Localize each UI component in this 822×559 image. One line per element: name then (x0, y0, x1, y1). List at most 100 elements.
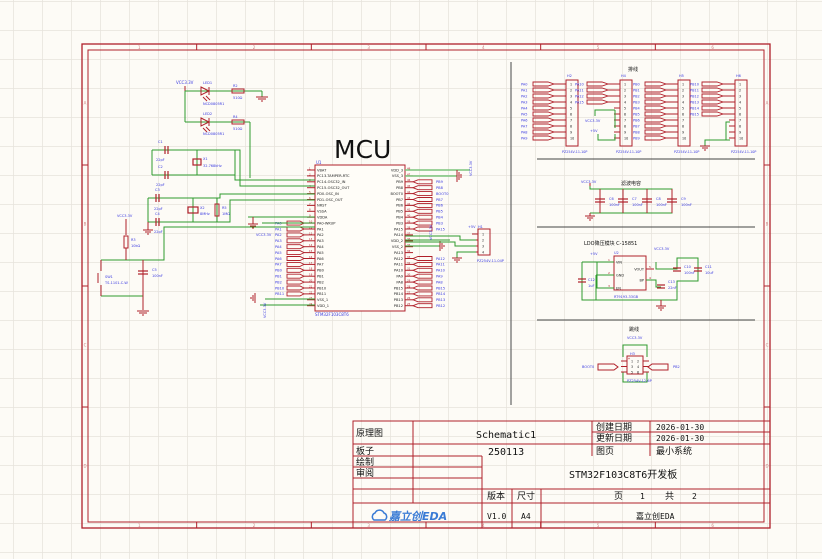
net-flag (286, 238, 306, 244)
r4-resistor[interactable] (231, 119, 245, 125)
net-flag (286, 232, 306, 238)
r3-value: 10kΩ (131, 244, 140, 248)
h3-pin-number: 1 (631, 359, 633, 363)
frame-row-label: C (766, 343, 769, 348)
net-label: PB10 (275, 286, 285, 290)
header-designator: H2 (567, 74, 572, 78)
mcu-pin-number: 6 (309, 196, 311, 200)
header-body[interactable] (734, 79, 748, 147)
updated-value: 2026-01-30 (656, 434, 704, 443)
led1-icon[interactable] (200, 86, 211, 102)
h6-gnd-lead (704, 139, 726, 146)
mcu-pin-name: PB1 (317, 275, 324, 279)
led-supply-label: VCC3.3V (176, 80, 194, 85)
r2-resistor[interactable] (231, 88, 245, 94)
mcu-title: MCU (334, 135, 391, 164)
led2-icon[interactable] (200, 117, 211, 133)
net-label: PB13 (690, 100, 699, 104)
ldo-pin-name: EN (616, 286, 621, 290)
ldo-input-label: +5V (590, 252, 598, 256)
c12-capacitor[interactable] (578, 278, 586, 283)
cap-value: 100nF (632, 203, 643, 207)
mcu-pin-name: VSSA (317, 210, 327, 214)
net-flag (532, 129, 556, 135)
mcu-pin-name: PB4 (396, 216, 404, 220)
sw1-switch[interactable] (97, 260, 102, 296)
header-pin-number: 2 (570, 88, 572, 92)
x2-value: 8MHz (200, 212, 210, 216)
pin1-marker: * (628, 357, 630, 362)
r5-resistor[interactable] (214, 203, 220, 217)
mcu-pin-number: 35 (407, 243, 411, 247)
header-pin-number: 3 (570, 94, 572, 98)
c3-capacitor[interactable] (155, 194, 160, 202)
header-pin-number: 7 (624, 118, 626, 122)
header-pin-number: 1 (739, 82, 741, 86)
net-label: PB3 (633, 100, 640, 104)
mcu-pin-number: 13 (309, 237, 313, 241)
reset-section: VCC3.3V R3 10kΩ SW1 TS-1101-C-W C5 100nF (97, 214, 315, 316)
net-label: PB9 (436, 180, 444, 184)
c5-capacitor[interactable] (138, 270, 148, 275)
c10-capacitor[interactable] (673, 267, 681, 272)
net-flag (411, 185, 433, 191)
logo-text: 嘉立创EDA (388, 510, 447, 523)
mcu-pin-number: 47 (407, 172, 411, 176)
ldo-pin-number: 2 (608, 271, 610, 275)
frame-column-label: 2 (253, 45, 256, 50)
boot-right-net: PB2 (673, 365, 680, 369)
c4-capacitor[interactable] (155, 218, 160, 226)
net-flag (286, 279, 306, 285)
header-body[interactable] (619, 79, 633, 147)
net-flag (411, 226, 433, 232)
x2-crystal[interactable] (187, 206, 199, 214)
x1-crystal[interactable] (192, 158, 202, 166)
boot0-net-flag (597, 363, 619, 371)
net-flag (411, 303, 433, 309)
c2-capacitor[interactable] (164, 171, 169, 179)
net-label: PA7 (521, 124, 528, 128)
h1-part: PZ254V-11-04P (477, 259, 504, 263)
h4-vcc-label: VCC3.3V (585, 119, 601, 123)
mcu-body[interactable] (314, 164, 406, 312)
mcu-pin-name: PA8 (396, 280, 403, 284)
crystal-wires (147, 149, 315, 223)
h1-pin-number: 3 (482, 244, 484, 248)
h3-body[interactable] (626, 355, 644, 375)
pb2-net-flag (647, 363, 669, 371)
mcu-pin-number: 19 (309, 273, 313, 277)
eda-logo: 嘉立创EDA (371, 509, 447, 523)
mcu-pin-name: PA2 (317, 233, 324, 237)
mcu-pin-name: VSS_2 (392, 245, 403, 249)
header-body[interactable] (565, 79, 579, 147)
net-flag (286, 291, 306, 297)
mcu-pin-name: PB13 (394, 298, 403, 302)
h4-vcc-wire (594, 109, 615, 116)
ldo-body[interactable] (613, 255, 647, 291)
mcu-pin-name: VSS_1 (317, 298, 328, 302)
net-flag (411, 267, 433, 273)
mcu-pin-name: PB10 (317, 286, 327, 290)
header-pin-number: 2 (682, 88, 684, 92)
mcu-pin-number: 17 (309, 261, 313, 265)
c13-capacitor[interactable] (657, 284, 665, 289)
c11-capacitor[interactable] (694, 267, 702, 272)
h1-body[interactable] (477, 228, 491, 256)
r2-designator: R2 (233, 84, 238, 88)
ldo-pin-number: 5 (649, 265, 651, 269)
header-part: PZ254V-11-10P (562, 150, 587, 154)
net-flag (701, 111, 725, 117)
net-label: PA10 (436, 269, 446, 273)
mcu-pin-number: 28 (407, 284, 411, 288)
header-pin-number: 7 (570, 118, 572, 122)
filter-title: 滤波电容 (621, 180, 641, 187)
mcu-pin-number: 34 (407, 249, 411, 253)
header-body[interactable] (677, 79, 691, 147)
header-pin-number: 9 (624, 130, 626, 134)
drawn-label: 绘制 (356, 456, 374, 468)
c1-capacitor[interactable] (164, 146, 169, 154)
header-pin-number: 5 (682, 106, 684, 110)
